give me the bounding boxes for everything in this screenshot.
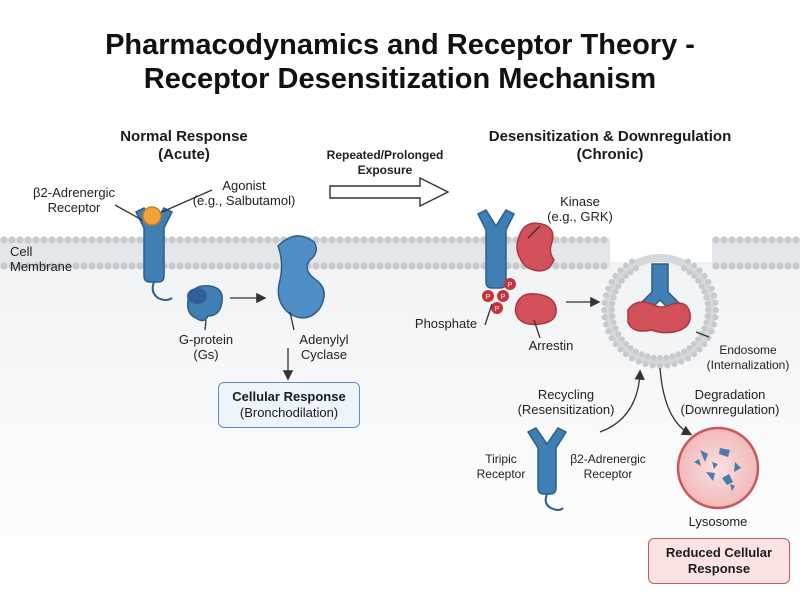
kinase-label-line-2: (e.g., GRK) [547,209,613,224]
agonist-label-line-1: Agonist [222,178,266,193]
reduced-response-line-2: Response [687,561,751,576]
recycled-b2-label-line-2: Receptor [583,467,633,481]
tiripic-receptor-label-line-1: Tiripic [485,452,517,466]
adenylyl-cyclase-label-line-2: Cyclase [300,347,348,362]
endosome-label: Endosome (Internalization) [700,343,796,373]
receptor-label-line-1: β2-Adrenergic [33,185,115,200]
lysosome [676,426,760,510]
endosome-label-line-1: Endosome [719,343,777,357]
g-protein [186,285,223,322]
g-protein-label: G-protein (Gs) [156,332,256,362]
agonist-molecule [142,206,162,226]
agonist-label: Agonist (e.g., Salbutamol) [184,178,304,208]
degradation-label-line-2: (Downregulation) [680,402,780,417]
degradation-label: Degradation (Downregulation) [670,387,790,417]
kinase-label-line-1: Kinase [560,194,600,209]
recycling-label-line-1: Recycling [537,387,595,402]
title-line-1: Pharmacodynamics and Receptor Theory - [105,29,695,61]
phosphate-label: Phosphate [414,316,478,331]
reduced-response-box: Reduced Cellular Response [648,538,790,584]
chronic-header-line-2: (Chronic) [576,146,644,163]
acute-header-line-1: Normal Response [120,128,248,145]
endosome-label-line-2: (Internalization) [706,358,790,372]
g-protein-label-line-1: G-protein [178,332,234,347]
chronic-header: Desensitization & Downregulation (Chroni… [470,128,750,164]
membrane-label: Cell Membrane [10,244,90,274]
g-protein-label-line-2: (Gs) [193,347,219,362]
b2-receptor-chronic [476,209,516,289]
receptor-label: β2-Adrenergic Receptor [14,185,134,215]
arrestin-label: Arrestin [528,338,574,353]
phosphate-badge: P [508,282,513,289]
recycling-label-line-2: (Resensitization) [517,402,615,417]
reduced-response-line-1: Reduced Cellular [665,545,773,560]
cellular-response-title: Cellular Response [232,389,346,404]
recycled-b2-receptor-label: β2-Adrenergic Receptor [558,452,658,482]
phosphate-badge: P [495,306,500,313]
internalized-receptor [627,263,691,334]
recycled-b2-label-line-1: β2-Adrenergic [570,452,646,466]
tiripic-receptor-label-line-2: Receptor [476,467,526,481]
acute-header-line-2: (Acute) [158,146,210,163]
adenylyl-cyclase-label-line-1: Adenylyl [299,332,349,347]
phosphate-badge: P [486,294,491,301]
cellular-response-detail: (Bronchodilation) [239,405,339,420]
phosphate-groups: P P P P [482,278,516,314]
receptor-label-line-2: Receptor [47,200,101,215]
title-line-2: Receptor Desensitization Mechanism [143,63,657,95]
transition-line-2: Exposure [357,163,413,177]
tiripic-receptor-label: Tiripic Receptor [466,452,536,482]
transition-label: Repeated/Prolonged Exposure [310,148,460,178]
adenylyl-cyclase-label: Adenylyl Cyclase [274,332,374,362]
transition-arrow [329,176,450,208]
adenylyl-cyclase [277,235,325,319]
agonist-label-line-2: (e.g., Salbutamol) [192,193,296,208]
kinase [516,222,555,272]
cellular-response-box: Cellular Response (Bronchodilation) [218,382,360,428]
chronic-header-line-1: Desensitization & Downregulation [488,128,732,145]
phosphate-badge: P [501,294,506,301]
arrestin [514,293,557,326]
membrane-label-line-2: Membrane [10,259,73,274]
degradation-label-line-1: Degradation [694,387,766,402]
connectors [114,189,710,436]
membrane-label-line-1: Cell [10,244,33,259]
lysosome-label: Lysosome [688,514,748,529]
transition-line-1: Repeated/Prolonged [326,148,444,162]
recycled-receptor [526,427,568,511]
acute-header: Normal Response (Acute) [104,128,264,164]
kinase-label: Kinase (e.g., GRK) [530,194,630,224]
page-title: Pharmacodynamics and Receptor Theory - R… [0,28,800,96]
recycling-label: Recycling (Resensitization) [506,387,626,417]
b2-receptor-acute [134,207,174,301]
